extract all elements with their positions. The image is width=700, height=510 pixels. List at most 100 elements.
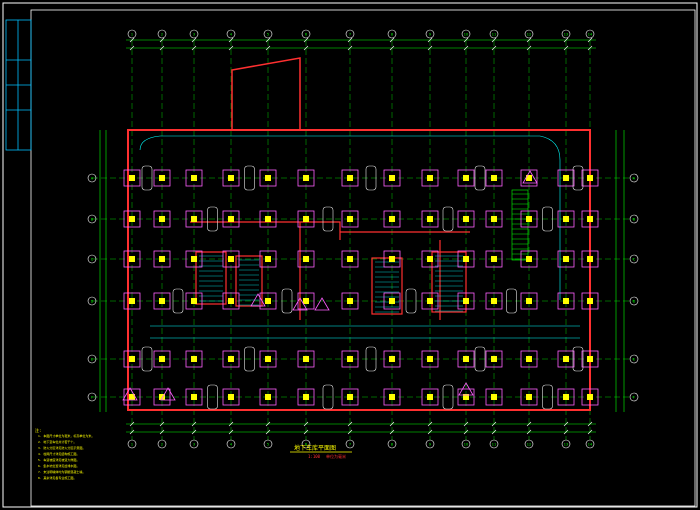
dimension-tick — [491, 429, 497, 435]
column-pad — [557, 169, 575, 187]
parked-car — [207, 206, 218, 232]
grid-label: 9 — [429, 32, 431, 36]
column-pad — [153, 210, 171, 228]
dimension-tick — [389, 429, 395, 435]
column-pad — [581, 250, 599, 268]
grid-bubble — [461, 439, 471, 449]
column — [191, 175, 197, 181]
dimension-tick — [129, 45, 135, 51]
column — [347, 356, 353, 362]
note-1: 1. 本图尺寸单位为毫米，标高单位为米。 — [38, 434, 95, 438]
grid-label: 9 — [429, 442, 431, 446]
dimension-tick — [526, 429, 532, 435]
parked-car — [281, 288, 293, 314]
drive-aisle-line — [139, 135, 561, 300]
parked-car — [542, 384, 553, 410]
dimension-tick — [303, 45, 309, 51]
column — [587, 256, 593, 262]
grid-bubble — [629, 354, 639, 364]
parked-car — [365, 165, 377, 191]
grid-bubble — [127, 29, 137, 39]
column-pad — [485, 388, 503, 406]
grid-bubble — [226, 29, 236, 39]
dimension-tick — [526, 421, 532, 427]
column-pad — [341, 250, 359, 268]
dimension-tick — [228, 37, 234, 43]
parked-car — [572, 346, 584, 372]
column-pad — [485, 350, 503, 368]
parked-car — [542, 206, 553, 232]
column-pad — [421, 250, 439, 268]
drive-aisle-line — [150, 325, 580, 339]
column-pad — [421, 210, 439, 228]
triangle-marker — [522, 170, 538, 184]
column — [191, 356, 197, 362]
triangle-marker — [160, 387, 176, 401]
grid-bubble — [489, 439, 499, 449]
dimension-tick — [347, 429, 353, 435]
column — [491, 298, 497, 304]
grid-label: 5 — [267, 32, 269, 36]
dimension-tick — [463, 421, 469, 427]
column — [463, 256, 469, 262]
exterior-walls — [127, 57, 591, 411]
column — [129, 298, 135, 304]
column — [389, 256, 395, 262]
column-pad — [123, 169, 141, 187]
grid-label: B — [91, 217, 94, 221]
dimension-tick — [129, 421, 135, 427]
column-pad — [185, 169, 203, 187]
dimension-tick — [129, 37, 135, 43]
parked-car — [506, 288, 517, 314]
dimension-tick — [587, 45, 593, 51]
stair-cores — [195, 251, 467, 315]
grid-label: A — [91, 176, 94, 180]
parked-car — [474, 165, 486, 191]
grid-label: 4 — [230, 442, 233, 446]
column — [303, 175, 309, 181]
column-pad — [123, 210, 141, 228]
grid-bubble — [263, 29, 273, 39]
column — [427, 298, 433, 304]
column — [563, 356, 569, 362]
grid-bubble — [301, 29, 311, 39]
grid-label: 14 — [588, 32, 593, 36]
column-pad — [457, 388, 475, 406]
column-pad — [557, 292, 575, 310]
grid-bubble — [127, 439, 137, 449]
grid-bubble — [87, 296, 97, 306]
column — [265, 175, 271, 181]
dimension-tick — [159, 421, 165, 427]
dimension-lines — [99, 37, 625, 435]
column — [563, 256, 569, 262]
column — [587, 356, 593, 362]
column — [265, 256, 271, 262]
grid-lines — [92, 40, 634, 440]
parked-car — [442, 206, 454, 232]
grid-label: E — [633, 357, 635, 361]
column-pad — [485, 210, 503, 228]
parked-car — [141, 165, 153, 191]
column-pad — [520, 169, 538, 187]
column — [159, 394, 165, 400]
grid-bubble — [189, 29, 199, 39]
outer-wall — [127, 129, 591, 411]
column — [491, 175, 497, 181]
ramp-outline — [511, 189, 529, 261]
column — [347, 394, 353, 400]
dimension-tick — [491, 37, 497, 43]
grid-bubble — [524, 29, 534, 39]
dimension-tick — [587, 421, 593, 427]
left-title-strip — [5, 19, 32, 151]
column — [347, 175, 353, 181]
column — [159, 356, 165, 362]
grid-bubble — [87, 392, 97, 402]
grid-bubble — [263, 439, 273, 449]
dimension-tick — [526, 37, 532, 43]
grid-label: 11 — [492, 32, 496, 36]
grid-label: 14 — [588, 442, 593, 446]
grid-bubble — [387, 29, 397, 39]
column-pad — [383, 250, 401, 268]
column-pad — [421, 169, 439, 187]
